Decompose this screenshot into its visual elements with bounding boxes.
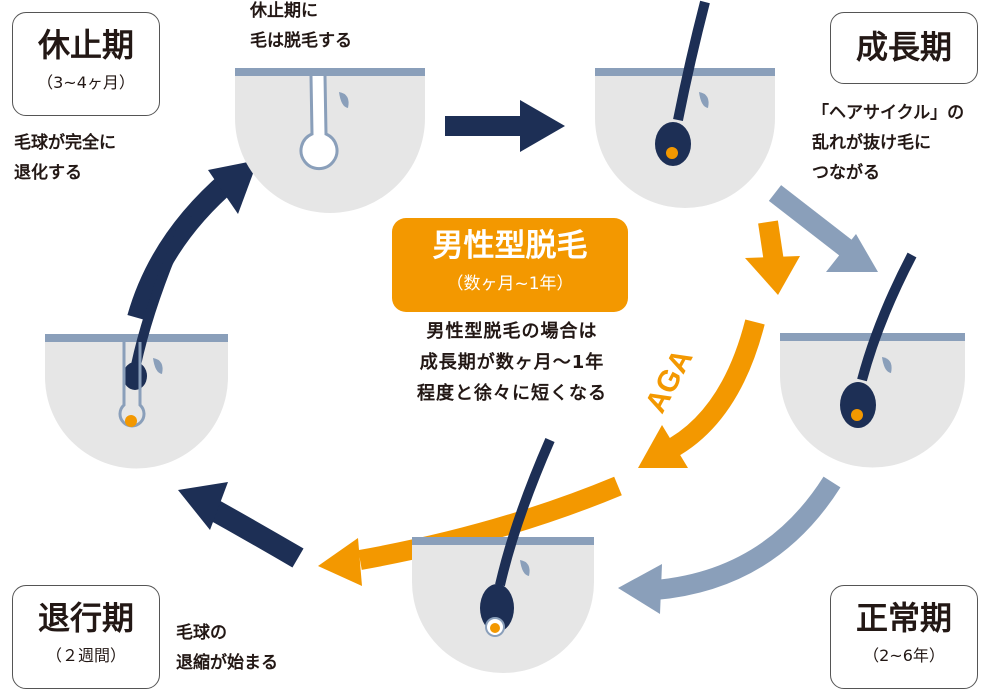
follicle-telogen-icon xyxy=(235,68,425,213)
phase-sub-catagen: （２週間） xyxy=(45,646,126,665)
phase-box-anagen: 成長期 xyxy=(830,12,978,84)
center-box-aga: 男性型脱毛 （数ヶ月~1年） xyxy=(392,218,628,312)
note-telogen-bulb: 毛球が完全に 退化する xyxy=(14,133,116,183)
arrow-telogen-to-anagen-icon xyxy=(445,100,565,152)
phase-title-anagen: 成長期 xyxy=(855,28,952,66)
phase-box-catagen: 退行期 （２週間） xyxy=(12,585,160,689)
follicle-catagen-icon xyxy=(412,437,594,673)
note-anagen: 「ヘアサイクル」の 乱れが抜け毛に つながる xyxy=(812,103,965,183)
phase-box-telogen: 休止期 （3~4ヶ月） xyxy=(12,12,160,116)
follicle-anagen-icon xyxy=(595,0,775,208)
phase-title-normal: 正常期 xyxy=(855,599,952,637)
arrow-aga-icon xyxy=(638,319,765,468)
phase-sub-telogen: （3~4ヶ月） xyxy=(37,73,135,92)
aga-label: AGA xyxy=(639,344,699,418)
center-note: 男性型脱毛の場合は 成長期が数ヶ月～1年 程度と徐々に短くなる xyxy=(417,321,607,404)
follicle-shedding-icon xyxy=(45,212,228,469)
phase-box-normal: 正常期 （2~6年） xyxy=(830,585,978,689)
phase-sub-normal: （2~6年） xyxy=(863,646,945,665)
note-catagen: 毛球の 退縮が始まる xyxy=(176,623,278,673)
arrow-normal-to-catagen-icon xyxy=(618,476,841,614)
arrow-anagen-to-normal-icon xyxy=(768,185,878,272)
arrow-aga-lower-icon xyxy=(318,476,622,586)
phase-title-catagen: 退行期 xyxy=(37,599,134,637)
center-title: 男性型脱毛 xyxy=(432,228,588,264)
center-sub: （数ヶ月~1年） xyxy=(446,274,574,295)
phase-title-telogen: 休止期 xyxy=(37,26,134,64)
arrow-aga-short-icon xyxy=(745,220,800,295)
note-telogen-shed: 休止期に 毛は脱毛する xyxy=(250,1,352,51)
follicle-normal-icon xyxy=(780,252,965,468)
arrow-catagen-to-left-icon xyxy=(178,482,304,568)
